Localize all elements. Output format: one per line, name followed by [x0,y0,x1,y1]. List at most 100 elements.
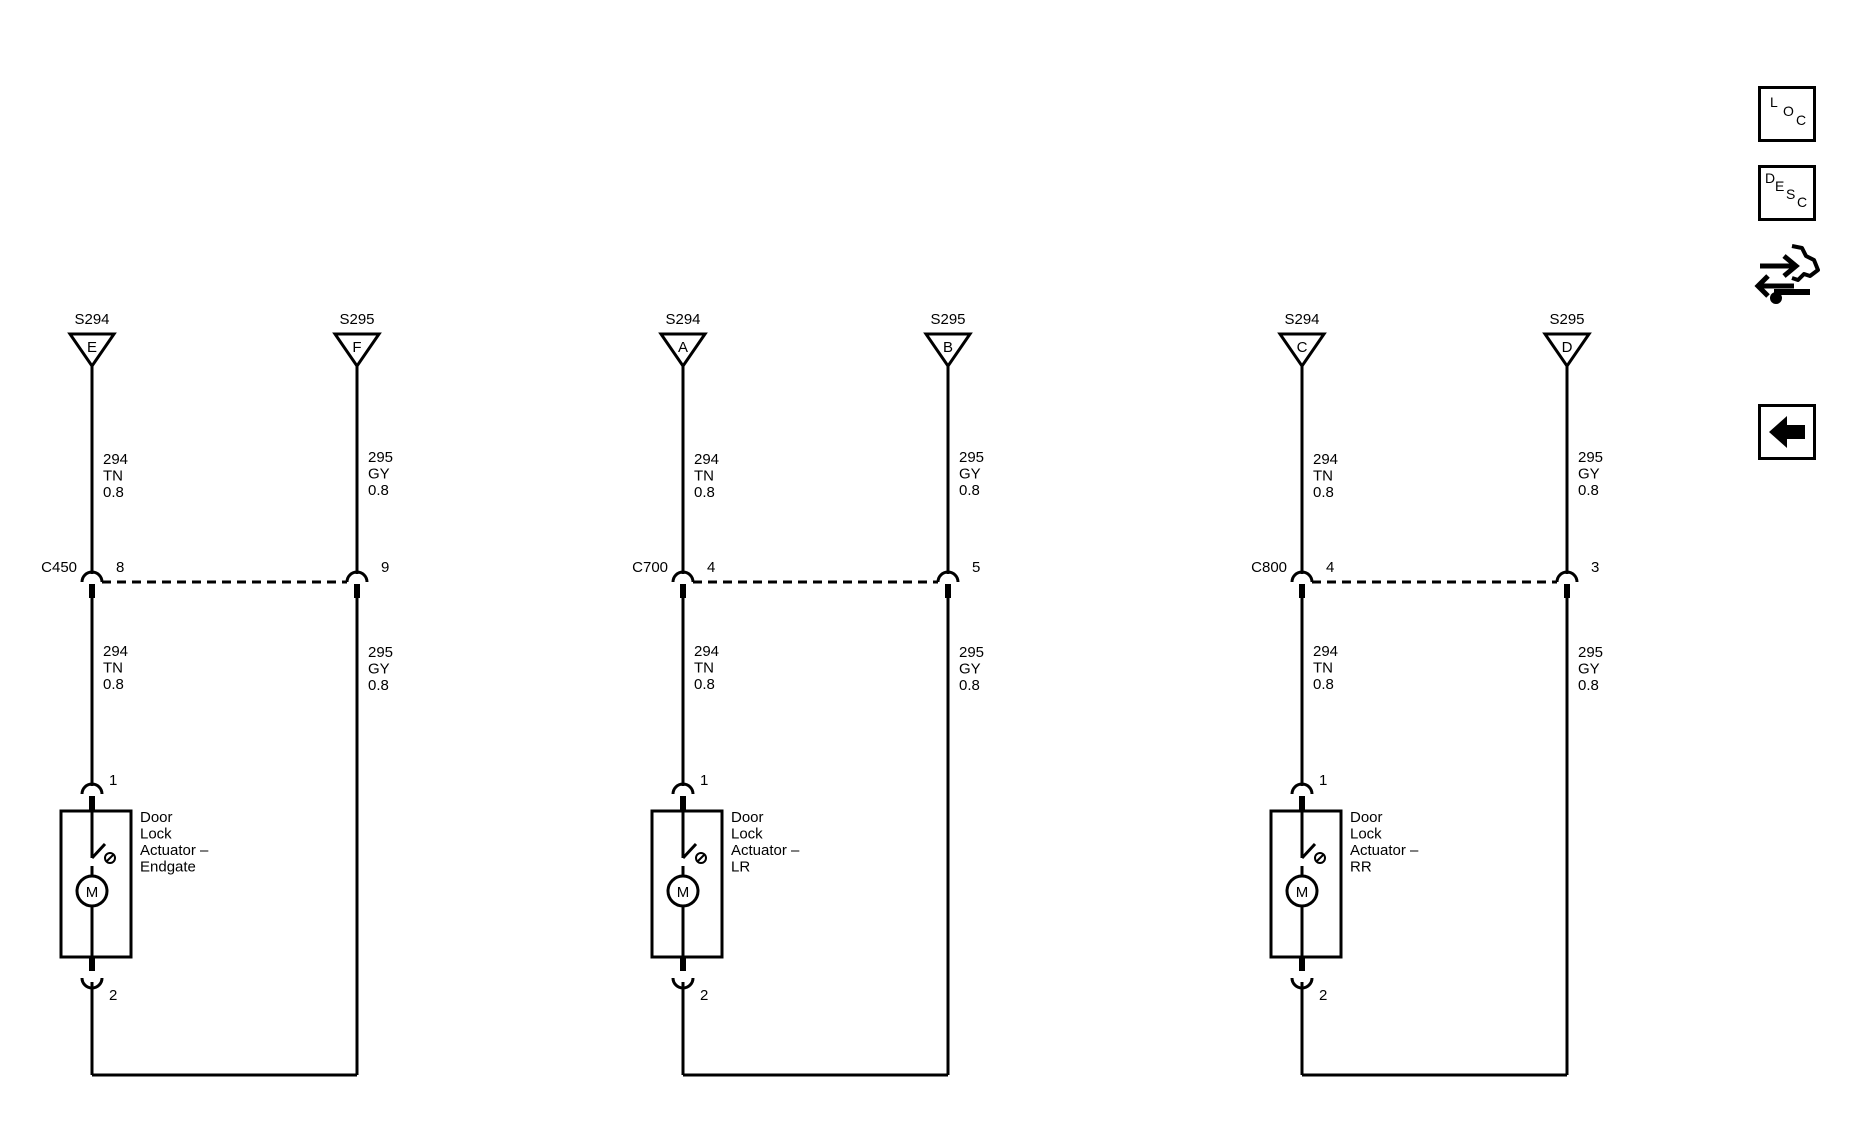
connector-pin-right: 5 [972,559,980,576]
left-splice-pin: E [87,339,97,356]
left-upper-wire-label-1: TN [103,468,123,485]
switch-actuator [695,852,707,864]
component-label-1: Lock [1350,826,1382,843]
switch-actuator [1314,852,1326,864]
left-lower-wire-label-1: TN [103,660,123,677]
right-upper-wire-label-1: GY [1578,466,1600,483]
left-upper-wire-label-1: TN [694,468,714,485]
switch-actuator [104,852,116,864]
connector-views-button[interactable] [1754,240,1822,310]
component-label-2: Actuator – [1350,842,1419,859]
left-lower-wire-label-2: 0.8 [103,676,124,693]
right-lower-wire-label-2: 0.8 [959,677,980,694]
connector-pin-left: 4 [1326,559,1334,576]
right-upper-wire-label-0: 295 [1578,449,1603,466]
component-label-0: Door [140,809,173,826]
right-connector-terminal [1555,570,1579,583]
component-bottom-stub [1299,957,1305,971]
left-upper-wire-label-2: 0.8 [694,484,715,501]
loc-letter-l: L [1770,94,1778,110]
left-upper-wire-label-2: 0.8 [103,484,124,501]
right-lower-wire-label-1: GY [959,661,981,678]
left-splice-label: S294 [74,311,109,328]
left-connector-terminal [1290,570,1314,583]
left-upper-wire-label-0: 294 [103,451,128,468]
loc-letter-o: O [1783,103,1794,119]
component-label-1: Lock [731,826,763,843]
left-splice-triangle [1277,332,1327,369]
right-terminal-stub [354,584,360,598]
right-upper-wire-label-1: GY [368,466,390,483]
switch-blade [1300,842,1317,860]
desc-letter-c: C [1797,194,1808,210]
right-connector-terminal [936,570,960,583]
right-connector-terminal [345,570,369,583]
component-box [650,809,724,959]
left-splice-pin: C [1297,339,1308,356]
motor-label: M [1296,884,1309,901]
component-label-0: Door [731,809,764,826]
switch-actuator-slash [1315,853,1325,863]
component-box [59,809,133,959]
right-upper-wire-label-0: 295 [368,449,393,466]
component-pin-top: 1 [109,772,117,789]
component-label-2: Actuator – [731,842,800,859]
component-label-0: Door [1350,809,1383,826]
right-lower-wire-label-0: 295 [1578,644,1603,661]
connector-views-icon [1754,244,1820,304]
right-lower-wire-label-2: 0.8 [1578,677,1599,694]
right-upper-wire-label-2: 0.8 [1578,482,1599,499]
right-lower-wire-label-2: 0.8 [368,677,389,694]
right-lower-wire-label-0: 295 [368,644,393,661]
right-splice-pin: D [1562,339,1573,356]
component-pin-bottom: 2 [109,987,117,1004]
component-top-stub [89,796,95,811]
component-bottom-stub [89,957,95,971]
switch-blade [90,842,107,860]
right-terminal-stub [1564,584,1570,598]
left-splice-triangle [658,332,708,369]
switch-actuator-slash [696,853,706,863]
left-lower-wire-label-1: TN [694,660,714,677]
right-splice-triangle [923,332,973,369]
left-lower-wire-label-0: 294 [103,643,128,660]
description-button[interactable]: D E S C [1758,165,1816,221]
left-splice-label: S294 [665,311,700,328]
back-button[interactable] [1758,404,1816,460]
right-splice-pin: F [352,339,361,356]
component-bottom-stub [680,957,686,971]
left-lower-wire-label-2: 0.8 [694,676,715,693]
component-label-2: Actuator – [140,842,209,859]
component-top-terminal [1290,782,1314,795]
right-lower-wire-label-1: GY [368,661,390,678]
left-terminal-stub [680,584,686,598]
desc-letter-e: E [1775,178,1785,194]
left-upper-wire-label-1: TN [1313,468,1333,485]
connector-label: C700 [632,559,668,576]
left-upper-wire-label-0: 294 [694,451,719,468]
right-lower-wire-label-1: GY [1578,661,1600,678]
left-splice-triangle [67,332,117,369]
right-splice-label: S295 [930,311,965,328]
component-top-terminal [671,782,695,795]
right-splice-label: S295 [339,311,374,328]
connector-label: C450 [41,559,77,576]
component-label-3: LR [731,859,750,876]
left-terminal-stub [1299,584,1305,598]
left-splice-pin: A [678,339,688,356]
component-pin-top: 1 [700,772,708,789]
component-top-stub [1299,796,1305,811]
left-upper-wire-label-0: 294 [1313,451,1338,468]
location-button[interactable]: L O C [1758,86,1816,142]
component-label-3: RR [1350,859,1372,876]
right-splice-label: S295 [1549,311,1584,328]
connector-pin-left: 4 [707,559,715,576]
connector-label: C800 [1251,559,1287,576]
desc-letter-s: S [1786,186,1796,202]
left-connector-terminal [671,570,695,583]
right-upper-wire-label-0: 295 [959,449,984,466]
right-splice-triangle [332,332,382,369]
